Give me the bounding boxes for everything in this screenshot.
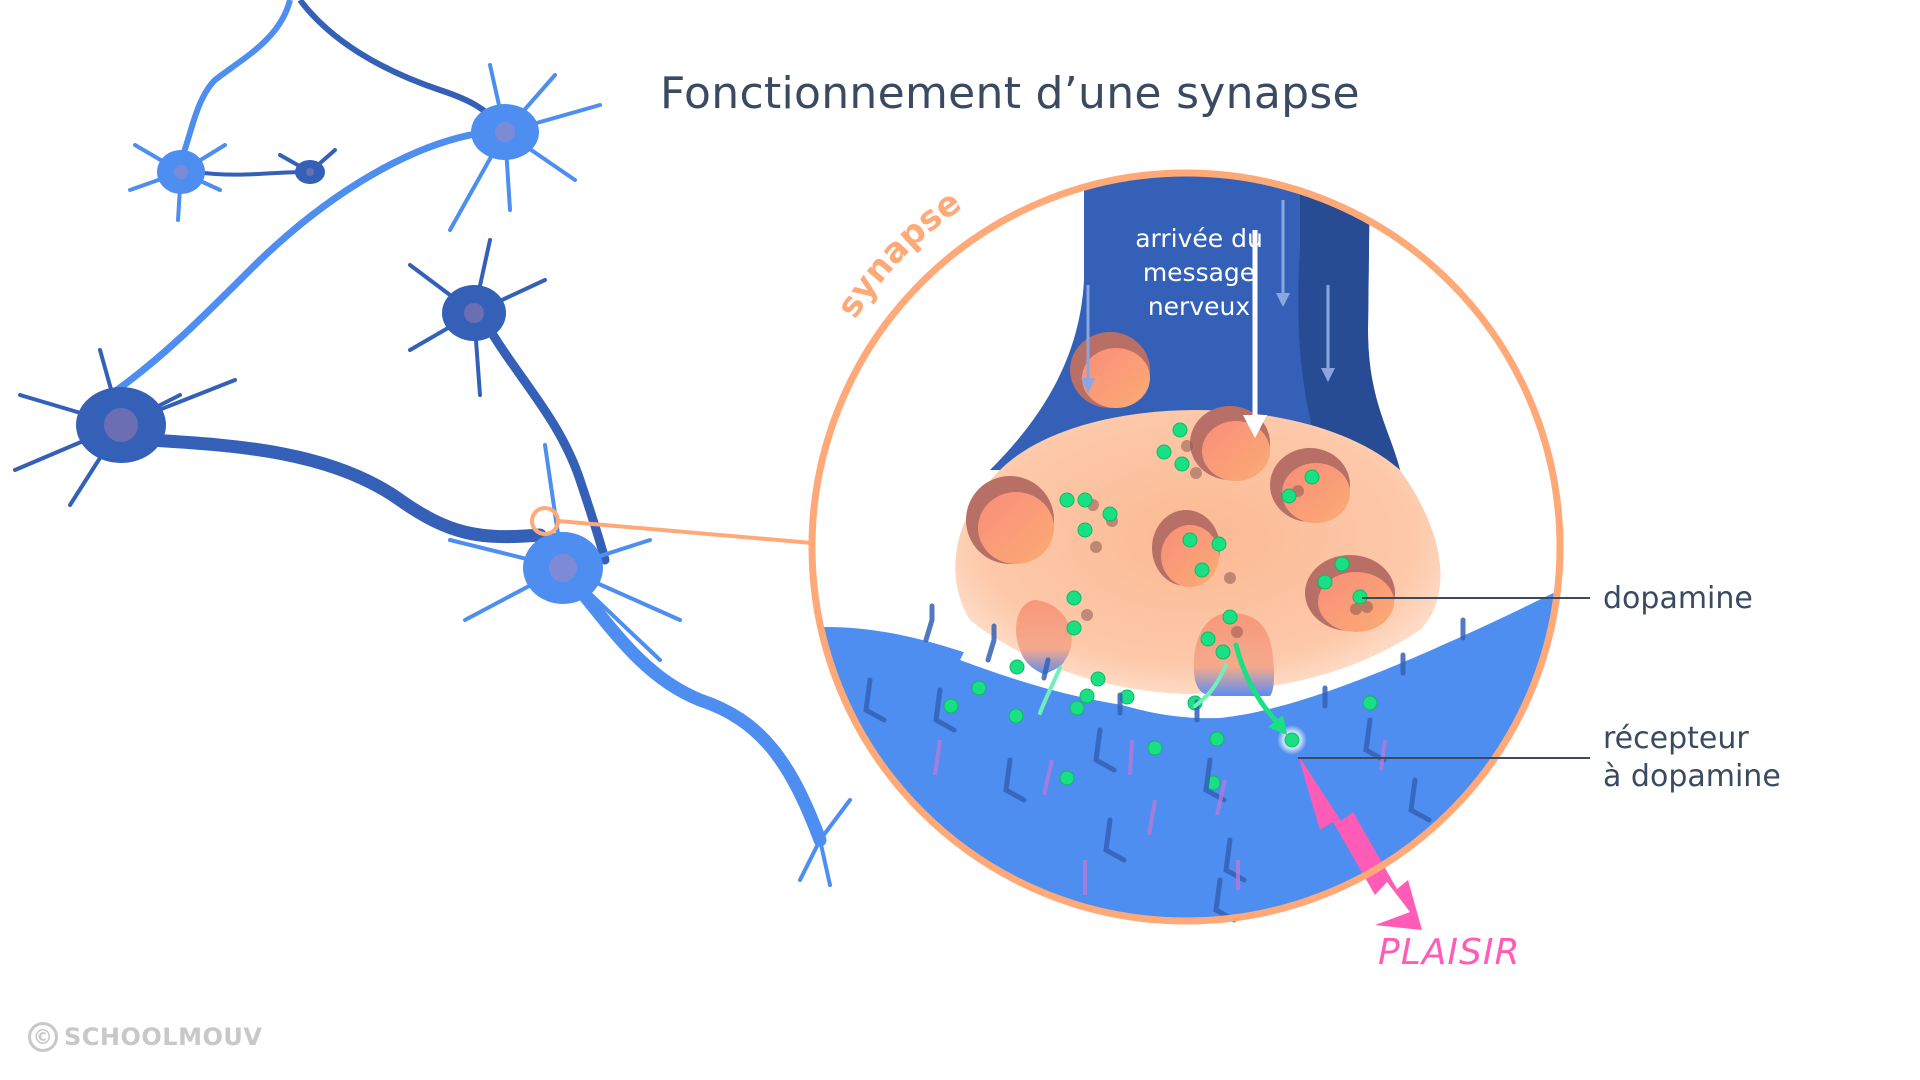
axon-dark-main [143, 433, 547, 544]
nerve-message-line: message [1142, 258, 1256, 287]
plaisir-arrow [1298, 755, 1422, 930]
bound-dopamine [1284, 732, 1300, 748]
axon-middle [485, 325, 610, 565]
synapse-locator-circle [530, 506, 560, 536]
nerve-message-line: nerveux [1147, 292, 1251, 321]
axon-small-link [194, 170, 306, 177]
vesicle-fusing [1015, 600, 1072, 675]
dopamine-path-arrow [1233, 642, 1283, 728]
axon-dark-top [297, 0, 503, 132]
nucleus [549, 554, 577, 582]
synaptic-cleft [960, 610, 1440, 712]
vesicles [966, 332, 1395, 696]
axon-bottom-branch1 [818, 798, 852, 842]
vesicle [1070, 332, 1150, 408]
brand-watermark: © SCHOOLMOUV [28, 1022, 262, 1052]
page-title: Fonctionnement d’une synapse [660, 68, 1360, 119]
receptor-label-line2: à dopamine [1603, 759, 1781, 794]
vesicle [966, 476, 1054, 564]
copyright-icon: © [28, 1022, 58, 1052]
nerve-message-line: arrivée du [1135, 224, 1263, 253]
nucleus [495, 122, 515, 142]
release-arrows [1038, 642, 1287, 735]
vesicle [1270, 448, 1350, 523]
vesicle-fusing [1193, 613, 1275, 696]
message-arrows [1081, 200, 1335, 438]
nucleus [306, 168, 314, 176]
axon-light-long [106, 131, 474, 399]
axon-bottom-light [573, 583, 827, 847]
nucleus [464, 303, 484, 323]
receptor-label: récepteur à dopamine [1603, 720, 1781, 796]
nerve-message-label: arrivée du message nerveux [1104, 222, 1294, 324]
brand-name: SCHOOLMOUV [64, 1023, 263, 1051]
receptor-label-line1: récepteur [1603, 721, 1749, 756]
axon-bottom-branch3 [818, 838, 832, 887]
axon-light-top [178, 0, 293, 162]
magnifier-circle [808, 169, 1564, 925]
vesicle [1305, 555, 1395, 632]
axon-bottom-branch2 [798, 838, 822, 882]
nucleus [104, 408, 138, 442]
signal-arrows [933, 739, 1387, 895]
neuron-network [13, 0, 852, 887]
dopamine-label: dopamine [1603, 581, 1753, 616]
synapse-connector-line [557, 519, 813, 545]
plaisir-label: PLAISIR [1378, 932, 1521, 973]
receptors [863, 603, 1466, 923]
nucleus [174, 165, 188, 179]
presynaptic-axon-shade [1298, 175, 1400, 470]
